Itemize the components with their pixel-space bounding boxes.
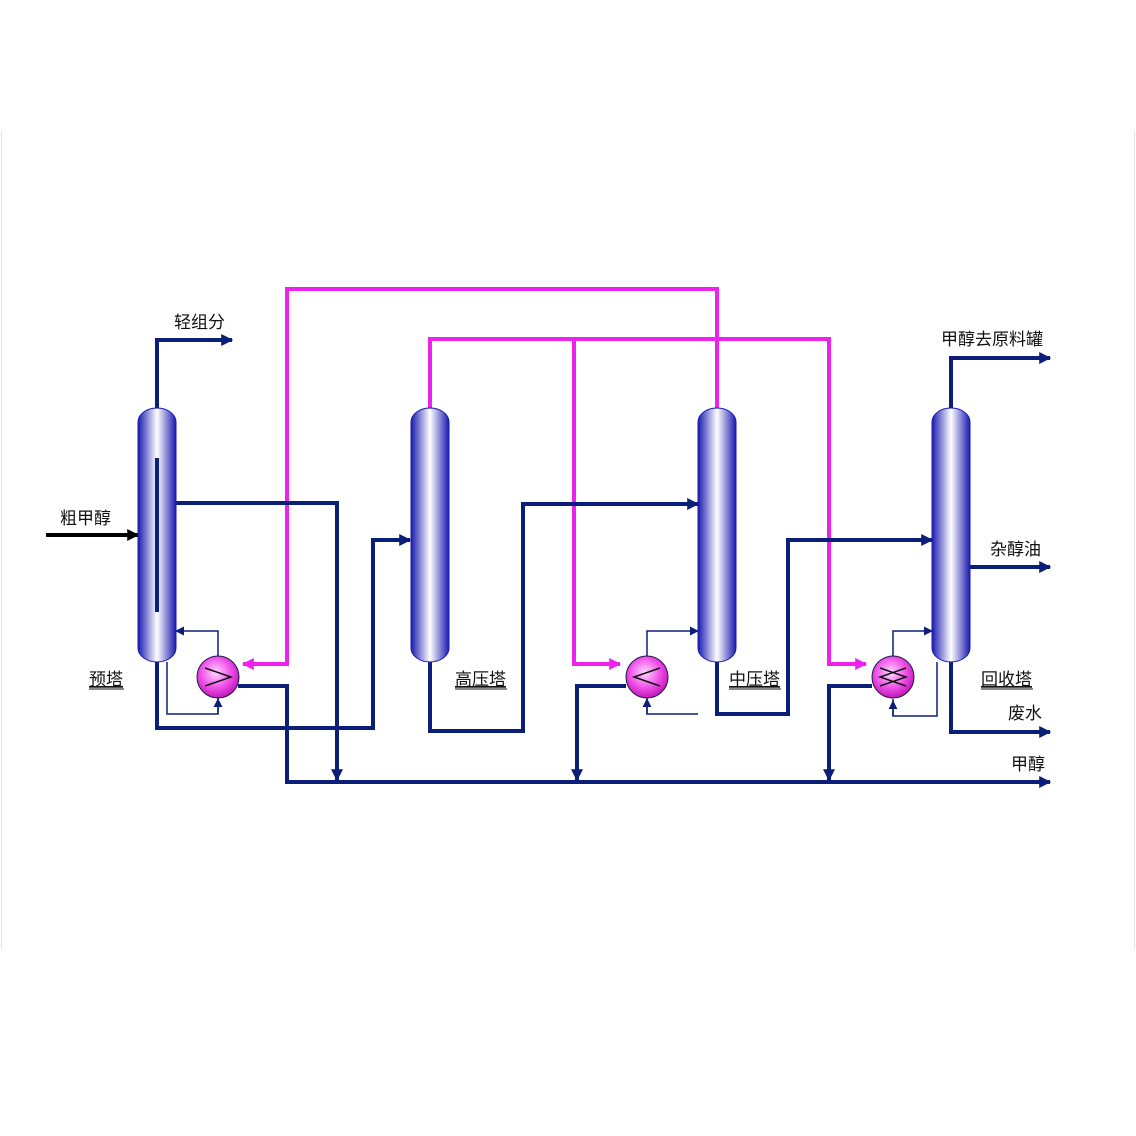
recovery-column[interactable] — [931, 407, 971, 663]
mp-bottoms-to-recovery-line — [715, 534, 934, 716]
steam-line-hp-to-pre-reboiler — [241, 287, 719, 670]
pre-reboiler-outlet-line — [238, 684, 1052, 788]
pre-column-label: 预塔 — [89, 670, 123, 690]
pre-column[interactable] — [137, 407, 177, 663]
steam-line-hp-overhead — [428, 337, 868, 670]
high-pressure-column[interactable] — [410, 407, 450, 663]
heat-exchanger-icon — [204, 667, 234, 687]
light-ends-line — [155, 334, 234, 410]
diagram-panel — [1, 131, 1135, 949]
medium-pressure-column-label: 中压塔 — [729, 670, 780, 690]
methanol-to-tank-label: 甲醇去原料罐 — [941, 330, 1043, 350]
mp-reboiler[interactable] — [625, 655, 669, 699]
steam-line-to-mp-reboiler — [572, 339, 622, 670]
methanol-label: 甲醇 — [1011, 755, 1045, 775]
recovery-column-label: 回收塔 — [981, 670, 1032, 690]
fusel-oil-label: 杂醇油 — [990, 540, 1041, 560]
waste-water-label: 废水 — [1008, 704, 1042, 724]
pre-side-draw-line — [176, 501, 343, 782]
heat-exchanger-icon — [631, 667, 661, 687]
high-pressure-column-label: 高压塔 — [455, 670, 506, 690]
recovery-reboiler[interactable] — [871, 655, 915, 699]
pre-reboiler[interactable] — [196, 655, 240, 699]
crude-methanol-label: 粗甲醇 — [60, 509, 111, 529]
hp-bottoms-to-mp-line — [428, 498, 700, 733]
recovery-reboiler-outlet-line — [823, 684, 872, 782]
pre-bottoms-to-hp-line — [155, 534, 412, 730]
waste-water-line — [949, 662, 1052, 738]
medium-pressure-column[interactable] — [697, 407, 737, 663]
mp-reboiler-outlet-line — [571, 684, 626, 782]
light-ends-label: 轻组分 — [174, 313, 225, 333]
methanol-to-tank-line — [949, 352, 1052, 410]
heat-exchanger-icon — [877, 667, 909, 687]
